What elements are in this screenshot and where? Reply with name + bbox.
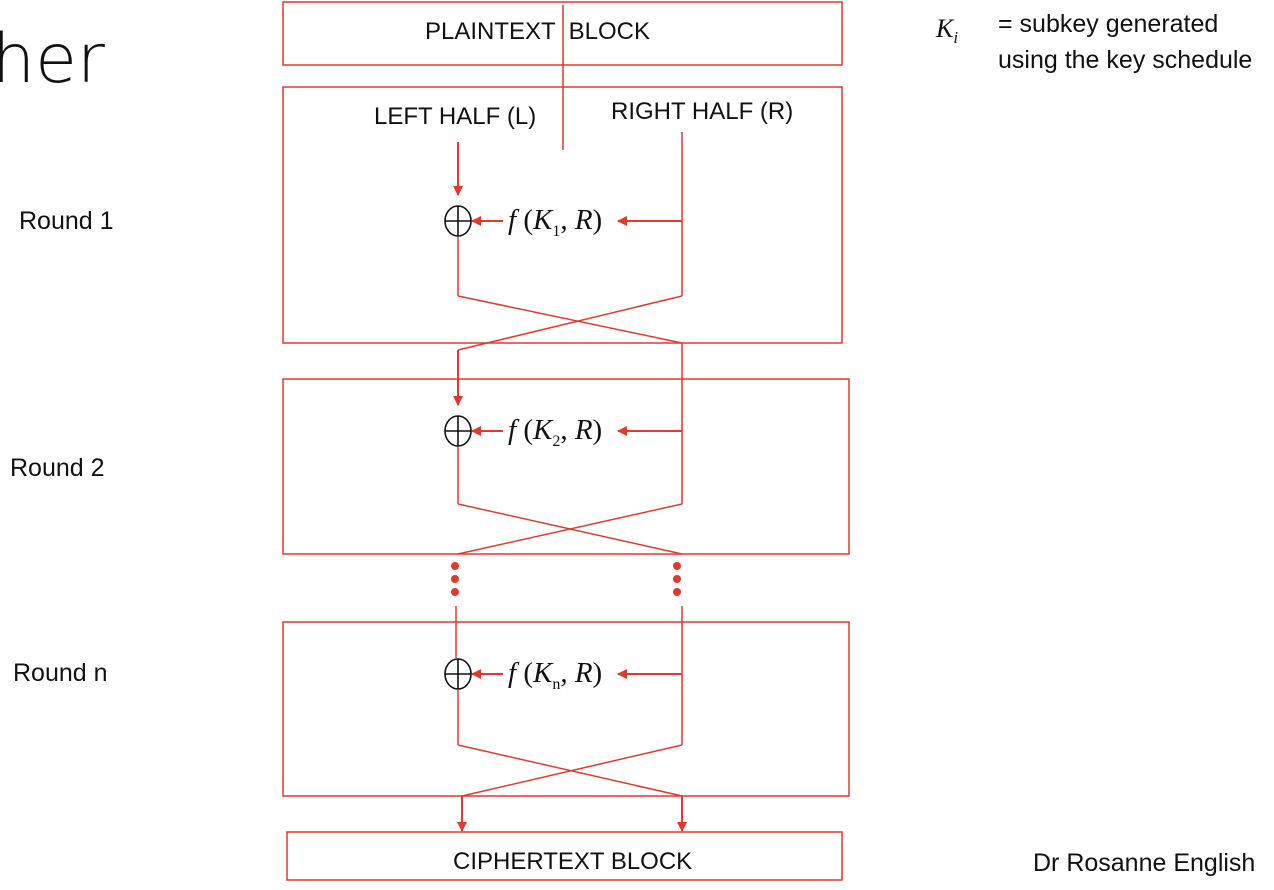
- cross-b-rn: [461, 744, 683, 797]
- plaintext-label: PLAINTEXT BLOCK: [425, 18, 650, 45]
- round-2-label: Round 2: [10, 454, 105, 482]
- right-half-label: RIGHT HALF (R): [611, 98, 794, 125]
- slide-title-fragment: her: [0, 20, 105, 99]
- roundn-box: [282, 621, 850, 797]
- ciphertext-box: [286, 831, 843, 881]
- ciphertext-label: CIPHERTEXT BLOCK: [453, 848, 693, 875]
- xor-icon: [444, 415, 472, 447]
- cross-b-r2: [457, 503, 683, 555]
- round-function-2: f (K2, R): [508, 414, 603, 450]
- xor-icon: [444, 205, 472, 237]
- round-1-label: Round 1: [19, 207, 114, 235]
- round2-box: [282, 378, 850, 555]
- subkey-note-line1: = subkey generated: [998, 10, 1219, 38]
- ellipsis-dots: [451, 562, 681, 596]
- round-function-n: f (Kn, R): [508, 657, 603, 693]
- cross-b-r1: [457, 295, 683, 351]
- round-n-label: Round n: [13, 659, 108, 687]
- xor-icon: [444, 658, 472, 690]
- left-half-label: LEFT HALF (L): [374, 103, 537, 130]
- author-credit: Dr Rosanne English: [1033, 849, 1256, 877]
- subkey-symbol: Ki: [936, 14, 959, 48]
- cross-a-r1: [457, 295, 683, 344]
- round-function-1: f (K1, R): [508, 204, 603, 240]
- subkey-note-line2: using the key schedule: [998, 46, 1253, 74]
